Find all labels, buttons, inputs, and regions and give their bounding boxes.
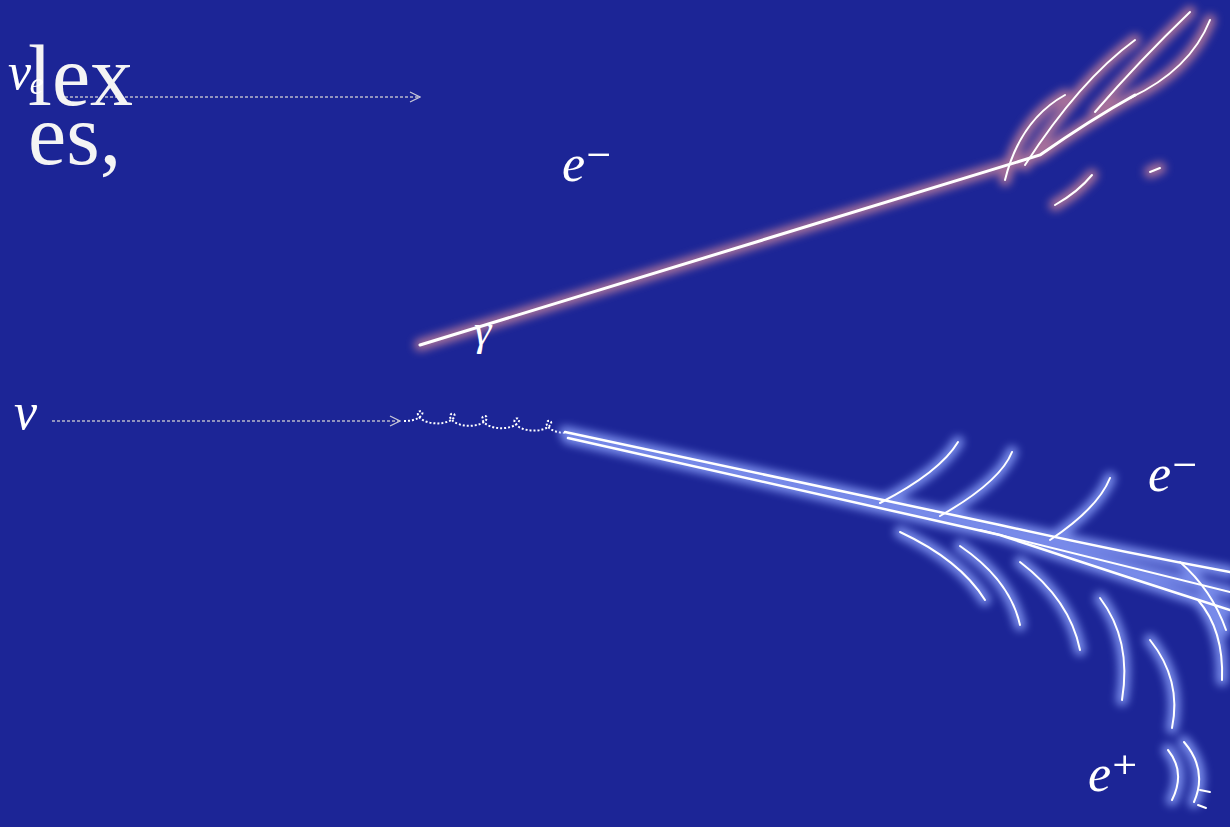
label-box: e⁻	[562, 138, 613, 190]
particle-symbol: e⁺	[1088, 745, 1139, 802]
label-box: νₑ	[8, 46, 45, 98]
slide-text: es,	[28, 87, 121, 183]
particle-symbol: e⁻	[1148, 445, 1199, 502]
particle-symbol: νₑ	[8, 43, 45, 100]
label-box: γ	[474, 309, 491, 353]
label-box: e⁺	[1088, 748, 1139, 800]
photon-line	[404, 411, 565, 433]
pair-shower	[565, 432, 1230, 808]
neutrino-line	[52, 420, 400, 421]
particle-symbol: e⁻	[562, 135, 613, 192]
label-box: ν	[14, 386, 37, 438]
electron-shower	[420, 12, 1210, 345]
particle-symbol: ν	[14, 383, 37, 440]
label-box: es,	[28, 92, 121, 178]
particle-symbol: γ	[474, 306, 491, 355]
label-box: e⁻	[1148, 448, 1199, 500]
